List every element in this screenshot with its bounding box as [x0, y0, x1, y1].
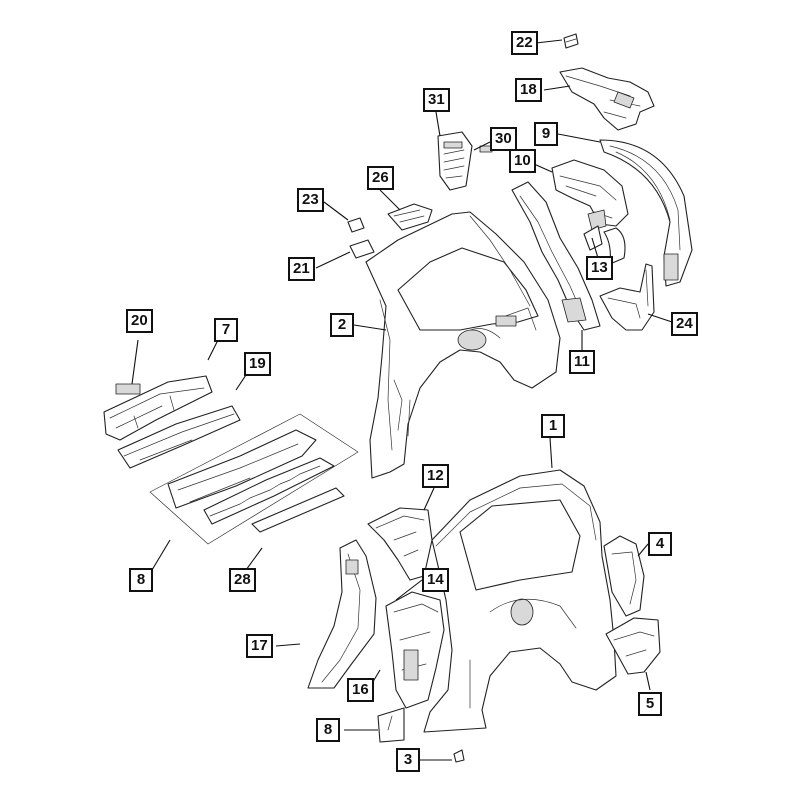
part-19-rail	[117, 405, 241, 469]
callout-10: 10	[509, 149, 536, 173]
part-13-bracket	[583, 225, 603, 251]
part-31-vent	[437, 131, 473, 191]
part-4-bracket	[603, 535, 645, 617]
part-18-extension	[559, 67, 655, 131]
callout-17: 17	[246, 634, 273, 658]
callout-9: 9	[534, 122, 558, 146]
callout-16: 16	[347, 678, 374, 702]
part-5-bracket	[605, 617, 661, 675]
callout-19: 19	[244, 352, 271, 376]
callout-23: 23	[297, 188, 324, 212]
part-17-pillar-inner	[307, 539, 377, 689]
callout-14: 14	[422, 568, 449, 592]
part-10-bracket	[551, 159, 629, 265]
callout-13: 13	[586, 256, 613, 280]
callout-3: 3	[396, 748, 420, 772]
callout-20: 20	[126, 309, 153, 333]
callout-8-upper: 8	[129, 568, 153, 592]
part-8-floor-assembly	[149, 413, 359, 545]
callout-11: 11	[569, 350, 595, 374]
part-8-bracket	[377, 707, 405, 743]
part-26-bracket	[387, 203, 433, 231]
callout-28: 28	[229, 568, 256, 592]
part-22-clip	[563, 33, 579, 49]
callout-12: 12	[422, 464, 449, 488]
part-1-outer-body-side	[423, 469, 617, 733]
callout-7: 7	[214, 318, 238, 342]
callout-5: 5	[638, 692, 662, 716]
callout-31: 31	[423, 88, 450, 112]
callout-24: 24	[671, 312, 698, 336]
callout-4: 4	[648, 532, 672, 556]
callout-26: 26	[367, 166, 394, 190]
part-3-clip	[453, 749, 465, 763]
callout-21: 21	[288, 257, 315, 281]
part-21-bracket	[349, 239, 375, 259]
part-23-bracket	[347, 217, 365, 233]
part-24-bracket	[599, 263, 655, 331]
callout-2: 2	[330, 313, 354, 337]
part-11-reinforcement	[511, 181, 601, 331]
callout-18: 18	[515, 78, 542, 102]
callout-30: 30	[490, 127, 517, 151]
callout-1: 1	[541, 414, 565, 438]
part-9-wheelhouse	[599, 139, 693, 287]
part-20-rail	[103, 375, 213, 441]
part-2-inner-panel	[365, 211, 561, 479]
callout-22: 22	[511, 31, 538, 55]
leader-lines	[131, 39, 673, 761]
part-14-pillar	[385, 591, 445, 709]
callout-8-lower: 8	[316, 718, 340, 742]
